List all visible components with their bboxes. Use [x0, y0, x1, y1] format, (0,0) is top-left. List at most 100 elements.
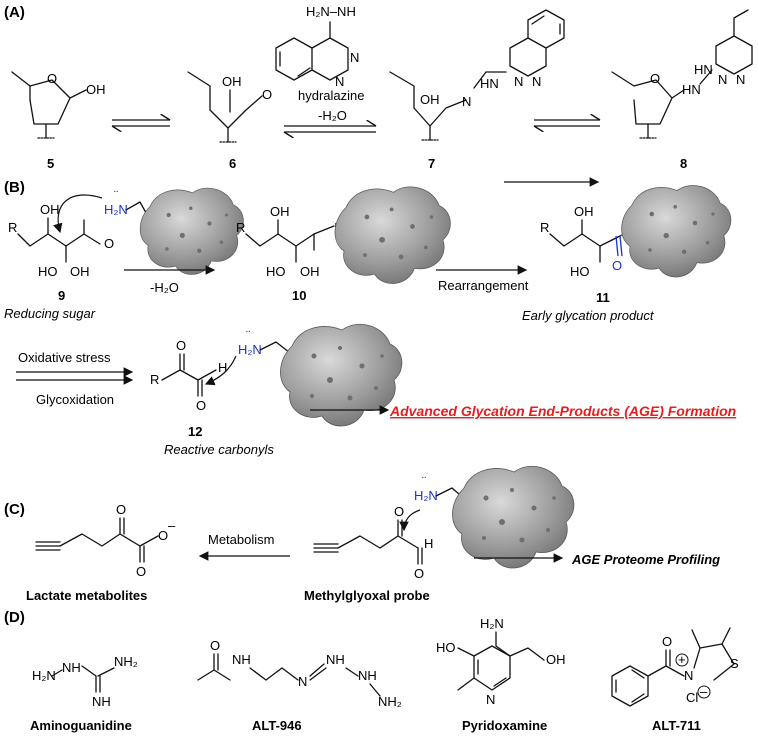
caption-early-product: Early glycation product: [522, 308, 655, 323]
age-title-rest-g: lycation: [472, 403, 529, 419]
phthalazine-n-label-7: N: [514, 74, 523, 89]
lone-pair-b: ¨: [114, 188, 118, 203]
hydrazine-nh-label-8: HN: [694, 62, 713, 77]
protein-surface-3: [621, 185, 732, 278]
ring-oxygen-label-8: O: [650, 71, 660, 86]
alt711-minus: –: [700, 684, 708, 699]
hydroxyl-10a: OH: [270, 204, 290, 219]
probe-structure: O O H: [313, 504, 433, 581]
caption-reducing-sugar: Reducing sugar: [4, 306, 96, 321]
metabolism-label: Metabolism: [208, 532, 274, 547]
amine-h2n-label-b2: H₂N: [238, 342, 262, 357]
amine-h2n-label-b: H₂N: [104, 202, 128, 217]
equilibrium-arrow-3: [534, 120, 600, 126]
hydralazine-hydrazine-label: H₂N–NH: [306, 4, 356, 19]
alt946-o: O: [210, 638, 220, 653]
hydroxyl-10b: HO: [266, 264, 286, 279]
probe-aldehyde-h: H: [424, 536, 433, 551]
alt711-plus: +: [678, 652, 686, 667]
age-title-cap-g: G: [461, 403, 472, 419]
lactate-keto-o: O: [116, 502, 126, 517]
lone-pair-b2: ¨: [246, 328, 250, 343]
probe-aldehyde-o: O: [414, 566, 424, 581]
hydroxyl-label-6: OH: [222, 74, 242, 89]
equilibrium-arrow-1: [112, 120, 170, 126]
ag-nh: NH: [62, 660, 81, 675]
hydroxyl-10c: OH: [300, 264, 320, 279]
panel-label-d: (D): [4, 609, 25, 626]
compound-number-7: 7: [428, 156, 435, 171]
r-group-label-10: R: [236, 220, 245, 235]
methylglyoxal-probe-label: Methylglyoxal probe: [304, 588, 430, 603]
hydralazine-n2-label: N: [335, 74, 344, 89]
phthalazine-n-label-8: N: [718, 72, 727, 87]
alt946-nh-1: NH: [232, 652, 251, 667]
alt711-structure: O N + S Cl –: [611, 627, 739, 707]
ag-nh2: NH₂: [114, 654, 138, 669]
lactate-charge: –: [168, 518, 176, 533]
pyr-oh: OH: [546, 652, 566, 667]
age-title-rest-e: nd-Products (AGE) Formation: [538, 403, 736, 419]
attack-arrow-12: [204, 355, 237, 386]
pyr-h2n: H₂N: [480, 616, 504, 631]
nucleophilic-attack-arrow: [53, 194, 103, 234]
alt946-label: ALT-946: [252, 718, 302, 733]
lactate-metabolites-label: Lactate metabolites: [26, 588, 147, 603]
amine-h2n-label-c: H₂N: [414, 488, 438, 503]
ring-oxygen-label: O: [47, 71, 57, 86]
ketone-o-11: O: [612, 258, 622, 273]
hydroxyl-9a: OH: [40, 202, 60, 217]
compound-number-11: 11: [596, 290, 610, 305]
hydroxyl-11b: HO: [570, 264, 590, 279]
lactate-structure: O O O –: [35, 502, 176, 579]
water-loss-label-a: -H₂O: [318, 108, 347, 123]
pyridoxamine-label: Pyridoxamine: [462, 718, 547, 733]
pyr-n: N: [486, 692, 495, 707]
compound-number-6: 6: [229, 156, 236, 171]
panel-label-b: (B): [4, 179, 25, 196]
ag-h2n: H₂N: [32, 668, 56, 683]
compound-7-structure: OH N HN N N: [389, 9, 565, 141]
alt946-structure: O NH N NH NH NH₂: [197, 638, 402, 709]
alt946-n: N: [298, 674, 307, 689]
alt946-nh-3: NH: [358, 668, 377, 683]
glycoxidation-label: Glycoxidation: [36, 392, 114, 407]
compound-number-8: 8: [680, 156, 687, 171]
lone-pair-c: ¨: [422, 474, 426, 489]
protein-surface-2: [334, 186, 451, 284]
hydroxyl-label-7: OH: [420, 92, 440, 107]
aldehyde-o-9: O: [104, 236, 114, 251]
hydroxyl-9b: HO: [38, 264, 58, 279]
alt711-minus-circle: [697, 685, 711, 699]
oxidative-stress-label: Oxidative stress: [18, 350, 111, 365]
age-title-rest-a: dvanced: [400, 403, 461, 419]
age-title-cap-e: E: [529, 403, 539, 419]
hydralazine-structure: H₂N–NH N N hydralazine: [275, 4, 365, 103]
compound-8-structure: O HN HN N N: [611, 9, 753, 139]
age-title-cap-a: A: [389, 403, 400, 419]
equilibrium-arrow-2: [284, 126, 376, 132]
compound-number-12: 12: [188, 424, 202, 439]
protein-surface-1: [139, 187, 244, 275]
hydralazine-n1-label: N: [350, 50, 359, 65]
hydralazine-name: hydralazine: [298, 88, 365, 103]
aldehyde-h-12: H: [218, 360, 227, 375]
phthalazine-n2-label-8: N: [736, 72, 745, 87]
panel-label-a: (A): [4, 4, 25, 21]
compound-9-structure: R OH HO OH O: [8, 202, 114, 279]
alt711-plus-circle: [675, 653, 689, 667]
probe-keto-o: O: [394, 504, 404, 519]
ag-nh-2: NH: [92, 694, 111, 709]
phthalazine-n2-label-7: N: [532, 74, 541, 89]
alt711-n: N: [684, 668, 693, 683]
water-loss-label-b: -H₂O: [150, 280, 179, 295]
r-group-label-12: R: [150, 372, 159, 387]
alt946-nh2: NH₂: [378, 694, 402, 709]
attack-arrow-c: [399, 509, 421, 532]
alt711-o: O: [662, 634, 672, 649]
alt711-s: S: [730, 656, 739, 671]
aldehyde-oxygen-label: O: [262, 87, 272, 102]
r-group-label-9: R: [8, 220, 17, 235]
panel-label-c: (C): [4, 501, 25, 518]
